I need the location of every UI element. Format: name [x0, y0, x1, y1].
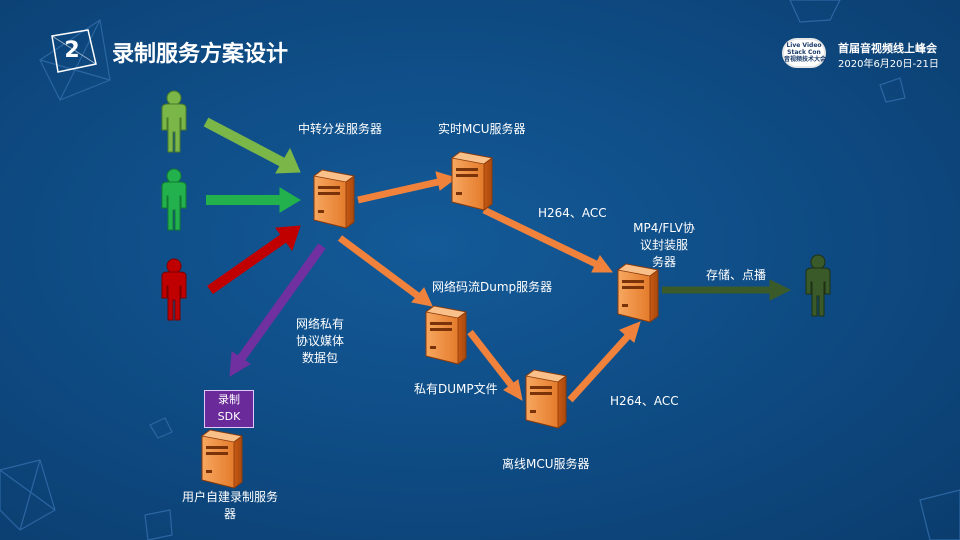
- relay-server-label: 中转分发服务器: [298, 122, 383, 136]
- user-server-label-line: 用户自建录制服务: [181, 490, 278, 504]
- user-server-label: 用户自建录制服务 器: [166, 489, 294, 523]
- arrow-offline-to-mux: [567, 321, 641, 403]
- mux-server-label-line: 务器: [651, 255, 676, 269]
- server-icon-offline-mcu: [525, 369, 567, 429]
- conference-logo: Live Video Stack Con 音视频技术大会: [782, 38, 826, 68]
- arrow-user-red: [207, 225, 301, 295]
- arrow-user-green-light: [203, 117, 301, 174]
- arrow-realtime-to-mux: [482, 206, 613, 273]
- person-icon-lightgreen: [161, 90, 187, 153]
- sdk-label-line: 录制: [218, 393, 240, 406]
- private-packet-label-line: 网络私有: [295, 317, 344, 331]
- realtime-mcu-label: 实时MCU服务器: [438, 122, 526, 136]
- section-number: 2: [64, 38, 80, 63]
- mux-server-label-line: 议封装服: [639, 238, 688, 252]
- server-icon-relay: [313, 169, 355, 229]
- conference-date: 2020年6月20日-21日: [838, 59, 939, 70]
- server-icon-user: [201, 429, 243, 489]
- arrow-mux-to-storage: [662, 279, 792, 301]
- recording-sdk-box: 录制 SDK: [204, 390, 254, 428]
- person-icon-darkgreen: [805, 254, 831, 317]
- server-icon-dump: [425, 305, 467, 365]
- private-packet-label: 网络私有 协议媒体 数据包: [288, 316, 352, 367]
- sdk-label-line: SDK: [217, 410, 241, 423]
- codec-label-1: H264、ACC: [538, 206, 607, 220]
- dump-server-label: 网络码流Dump服务器: [432, 280, 553, 294]
- server-icon-realtime-mcu: [451, 151, 493, 211]
- mux-server-label-line: MP4/FLV协: [633, 221, 695, 235]
- storage-label: 存储、点播: [706, 268, 767, 282]
- arrow-dump-to-offline: [467, 329, 523, 401]
- page-title: 录制服务方案设计: [112, 42, 289, 67]
- arrow-user-green: [206, 187, 301, 213]
- person-icon-green: [161, 168, 187, 231]
- user-server-label-line: 器: [223, 507, 236, 521]
- person-icon-red: [161, 258, 187, 321]
- arrow-relay-to-realtime: [357, 171, 458, 204]
- codec-label-2: H264、ACC: [610, 394, 679, 408]
- arrow-relay-to-dump: [337, 235, 433, 307]
- mux-server-label: MP4/FLV协 议封装服 务器: [626, 220, 702, 271]
- offline-mcu-label: 离线MCU服务器: [502, 457, 590, 471]
- logo-text: Live Video Stack Con 音视频技术大会: [784, 42, 827, 63]
- server-icon-mux: [617, 263, 659, 323]
- private-packet-label-line: 协议媒体: [295, 334, 344, 348]
- conference-name: 首届音视频线上峰会: [838, 42, 937, 55]
- arrow-relay-to-sdk: [229, 243, 326, 377]
- private-packet-label-line: 数据包: [301, 351, 338, 365]
- private-dump-file-label: 私有DUMP文件: [414, 382, 498, 396]
- arrows: [203, 117, 792, 403]
- section-number-frame: [51, 29, 97, 73]
